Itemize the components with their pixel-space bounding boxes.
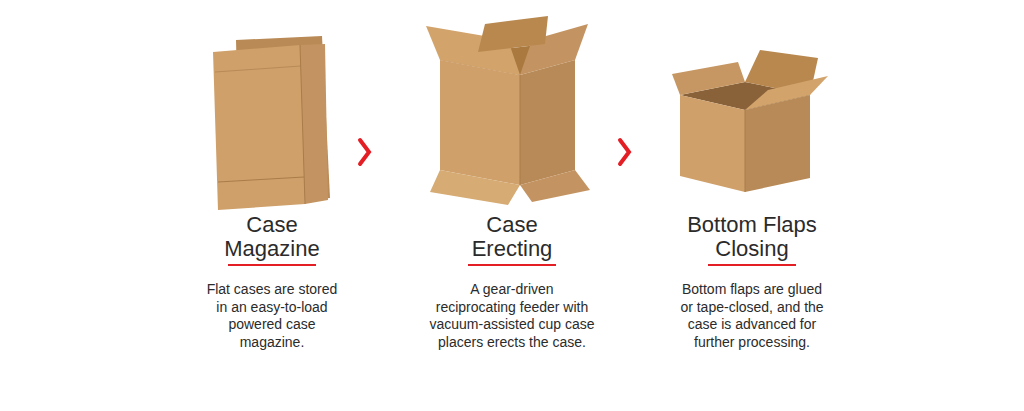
heading-underline <box>228 264 316 266</box>
heading-underline <box>468 264 556 266</box>
illustration-space <box>192 30 352 213</box>
heading-underline <box>708 264 796 266</box>
stage-heading: Case Erecting <box>445 213 579 261</box>
stage-heading: Case Magazine <box>205 213 339 261</box>
stage-heading: Bottom Flaps Closing <box>685 213 819 261</box>
flat-case-stack <box>213 36 330 210</box>
illustration-space <box>662 30 842 213</box>
stage-description: A gear-driven reciprocating feeder with … <box>429 281 596 351</box>
process-stage: Case MagazineFlat cases are stored in an… <box>192 30 352 351</box>
stage-description: Bottom flaps are glued or tape-closed, a… <box>675 281 830 351</box>
process-stage: Case Erecting A gear-driven reciprocating… <box>412 30 612 351</box>
process-stage: Bottom Flaps ClosingBottom flaps are glu… <box>662 30 842 351</box>
flow-chevron <box>620 140 629 164</box>
stage-description: Flat cases are stored in an easy-to-load… <box>202 281 342 351</box>
illustration-space <box>412 30 612 213</box>
erected-case <box>426 16 590 205</box>
closed-bottom-case <box>668 50 828 192</box>
flow-chevron <box>360 140 369 164</box>
